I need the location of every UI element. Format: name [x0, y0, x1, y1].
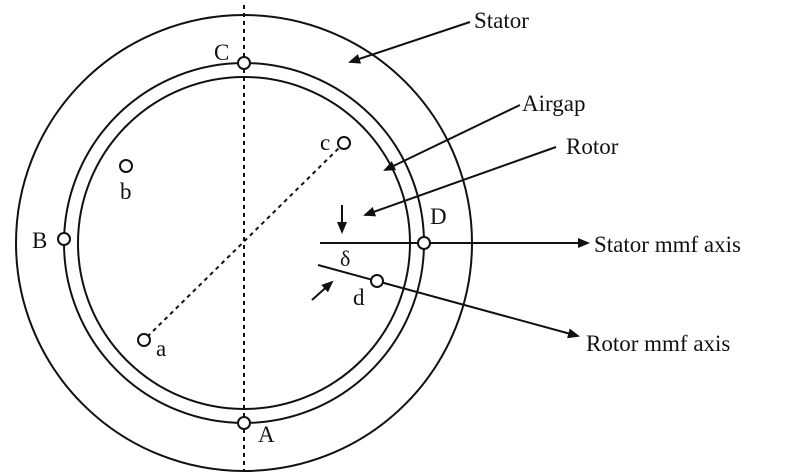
terminal-A-label: A: [258, 422, 275, 447]
stator-mmf-axis-label: Stator mmf axis: [594, 232, 741, 257]
airgap-label: Airgap: [522, 91, 585, 116]
terminal-d-marker: [370, 274, 384, 288]
terminal-a-marker: [137, 333, 151, 347]
terminal-a-label: a: [156, 336, 166, 361]
rotor-mmf-axis-line: [317, 264, 580, 339]
terminal-d-label: d: [353, 285, 365, 310]
stator-leader-arrow: [348, 21, 471, 64]
stator-label: Stator: [474, 8, 529, 33]
airgap-leader-arrow: [383, 104, 521, 171]
terminal-C-marker: [237, 56, 251, 70]
terminal-D-marker: [417, 236, 431, 250]
terminal-B-marker: [57, 232, 71, 246]
terminal-b-marker: [119, 159, 133, 173]
rotor-label: Rotor: [566, 134, 619, 159]
terminal-D-label: D: [430, 204, 447, 229]
terminal-C-label: C: [214, 40, 229, 65]
terminal-B-label: B: [32, 228, 47, 253]
delta-symbol-label: δ: [340, 246, 350, 271]
terminal-c-marker: [337, 136, 351, 150]
rotor-diagonal-dashed-axis: [143, 142, 345, 341]
terminal-A-marker: [237, 416, 251, 430]
terminal-c-label: c: [320, 130, 330, 155]
terminal-b-label: b: [120, 179, 132, 204]
delta-angle-arrow-bottom: [311, 280, 334, 301]
rotor-leader-arrow: [363, 146, 557, 217]
rotor-mmf-axis-label: Rotor mmf axis: [586, 331, 730, 356]
